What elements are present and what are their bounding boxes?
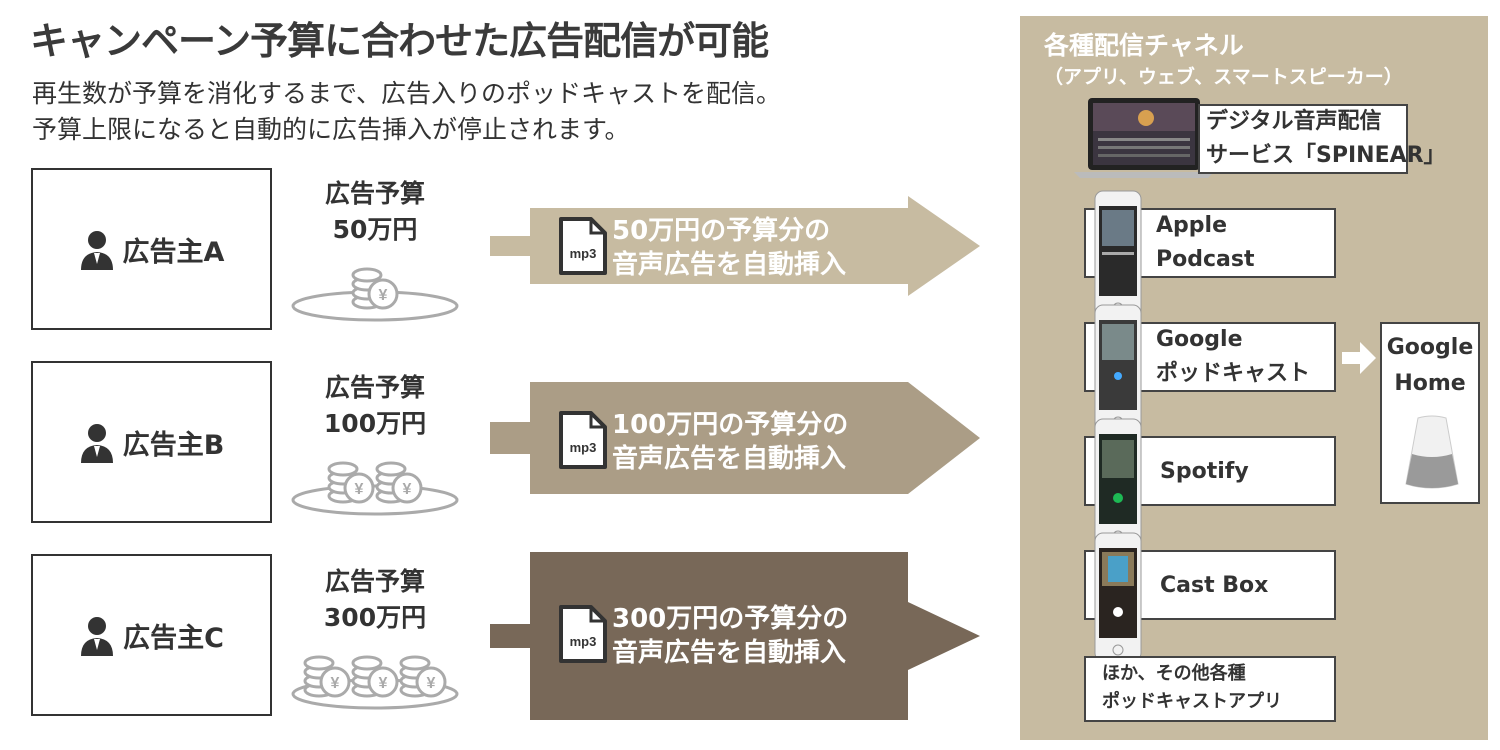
arrow-text-b: 100万円の予算分の 音声広告を自動挿入 xyxy=(612,408,902,476)
advertiser-label: 広告主B xyxy=(122,429,225,461)
budget-amount: 50万円 xyxy=(332,215,418,244)
coin-stack: ¥ xyxy=(351,655,399,698)
smartphone-icon xyxy=(1094,532,1142,662)
channel-google-home-line-2: Home xyxy=(1394,371,1466,396)
budget-b: 広告予算 100万円 xyxy=(290,370,460,442)
arrow-text-a: 50万円の予算分の 音声広告を自動挿入 xyxy=(612,214,902,282)
page-subtitle: 再生数が予算を消化するまで、広告入りのポッドキャストを配信。 予算上限になると自… xyxy=(32,76,781,148)
channel-apple-line-1: Apple xyxy=(1156,213,1227,238)
channel-spinear-line-1: デジタル音声配信 xyxy=(1206,109,1382,134)
budget-title: 広告予算 xyxy=(324,373,425,402)
svg-text:mp3: mp3 xyxy=(570,634,597,649)
svg-text:mp3: mp3 xyxy=(570,246,597,261)
channel-google-home: Google Home xyxy=(1380,322,1480,504)
svg-text:¥: ¥ xyxy=(403,481,412,498)
advertiser-label: 広告主C xyxy=(123,622,224,654)
page-title: キャンペーン予算に合わせた広告配信が可能 xyxy=(30,19,769,63)
channel-others-line-1: ほか、その他各種 xyxy=(1102,663,1246,684)
mp3-file-icon: mp3 xyxy=(559,605,607,663)
mp3-file-icon: mp3 xyxy=(559,411,607,469)
svg-text:¥: ¥ xyxy=(379,287,388,304)
svg-text:mp3: mp3 xyxy=(570,440,597,455)
channels-subtitle: （アプリ、ウェブ、スマートスピーカー） xyxy=(1044,66,1403,88)
coin-stack: ¥ xyxy=(375,461,423,504)
budget-title: 広告予算 xyxy=(324,179,425,208)
coin-stack: ¥ xyxy=(327,461,375,504)
arrow-text-line-1: 100万円の予算分の xyxy=(612,410,849,440)
budget-c: 広告予算 300万円 xyxy=(290,564,460,636)
arrow-text-line-2: 音声広告を自動挿入 xyxy=(612,638,847,668)
flow-arrow-a xyxy=(490,196,980,296)
coin-plate xyxy=(291,484,459,516)
arrow-text-line-1: 50万円の予算分の xyxy=(612,216,831,246)
arrow-text-line-2: 音声広告を自動挿入 xyxy=(612,250,847,280)
channel-apple-line-2: Podcast xyxy=(1156,247,1255,272)
svg-text:¥: ¥ xyxy=(355,481,364,498)
coin-stack-icon: ¥ xyxy=(291,267,459,322)
flow-arrow-c-shape xyxy=(490,552,980,720)
person-icon xyxy=(81,617,114,656)
channel-google-line-1: Google xyxy=(1156,327,1243,352)
laptop-icon xyxy=(1074,98,1214,178)
budget-title: 広告予算 xyxy=(324,567,425,596)
channel-others: ほか、その他各種 ポッドキャストアプリ xyxy=(1084,656,1336,722)
advertiser-box-a: 広告主A xyxy=(31,168,272,330)
budget-a: 広告予算 50万円 xyxy=(290,176,460,248)
channel-google-line-2: ポッドキャスト xyxy=(1156,361,1311,386)
arrow-text-line-2: 音声広告を自動挿入 xyxy=(612,444,847,474)
svg-text:¥: ¥ xyxy=(331,675,340,692)
channel-spotify-label: Spotify xyxy=(1160,459,1249,484)
budget-amount: 300万円 xyxy=(323,603,427,632)
subtitle-line-2: 予算上限になると自動的に広告挿入が停止されます。 xyxy=(32,115,630,144)
coin-stack-icon: ¥¥ xyxy=(291,461,459,516)
advertiser-label: 広告主A xyxy=(122,236,225,268)
coin-stack: ¥ xyxy=(399,655,447,698)
smartphone-icon xyxy=(1094,304,1142,434)
person-icon xyxy=(80,231,113,270)
smartphone-icon xyxy=(1094,418,1142,548)
coin-stack-icon: ¥ ¥ ¥ xyxy=(291,655,459,710)
flow-arrow-b xyxy=(490,382,980,494)
budget-amount: 100万円 xyxy=(323,409,427,438)
channel-spinear-line-2: サービス「SPINEAR」 xyxy=(1206,143,1446,168)
channel-others-line-2: ポッドキャストアプリ xyxy=(1102,691,1282,712)
subtitle-line-1: 再生数が予算を消化するまで、広告入りのポッドキャストを配信。 xyxy=(32,79,782,108)
channel-google-home-line-1: Google xyxy=(1386,335,1474,360)
svg-text:¥: ¥ xyxy=(379,675,388,692)
advertiser-box-c: 広告主C xyxy=(31,554,272,716)
arrow-text-c: 300万円の予算分の 音声広告を自動挿入 xyxy=(612,602,902,670)
svg-text:¥: ¥ xyxy=(427,675,436,692)
mp3-file-icon: mp3 xyxy=(559,217,607,275)
channel-spinear: デジタル音声配信 サービス「SPINEAR」 xyxy=(1198,104,1446,174)
channel-castbox-label: Cast Box xyxy=(1160,573,1269,598)
smartphone-icon xyxy=(1094,190,1142,320)
person-icon xyxy=(80,424,113,463)
smart-speaker-icon xyxy=(1405,415,1459,489)
coin-stack: ¥ xyxy=(303,655,351,698)
arrow-text-line-1: 300万円の予算分の xyxy=(612,604,849,634)
channels-title: 各種配信チャネル xyxy=(1044,31,1244,60)
advertiser-box-b: 広告主B xyxy=(31,361,272,523)
arrow-right-icon xyxy=(1342,342,1376,374)
coin-stack: ¥ xyxy=(351,267,399,310)
